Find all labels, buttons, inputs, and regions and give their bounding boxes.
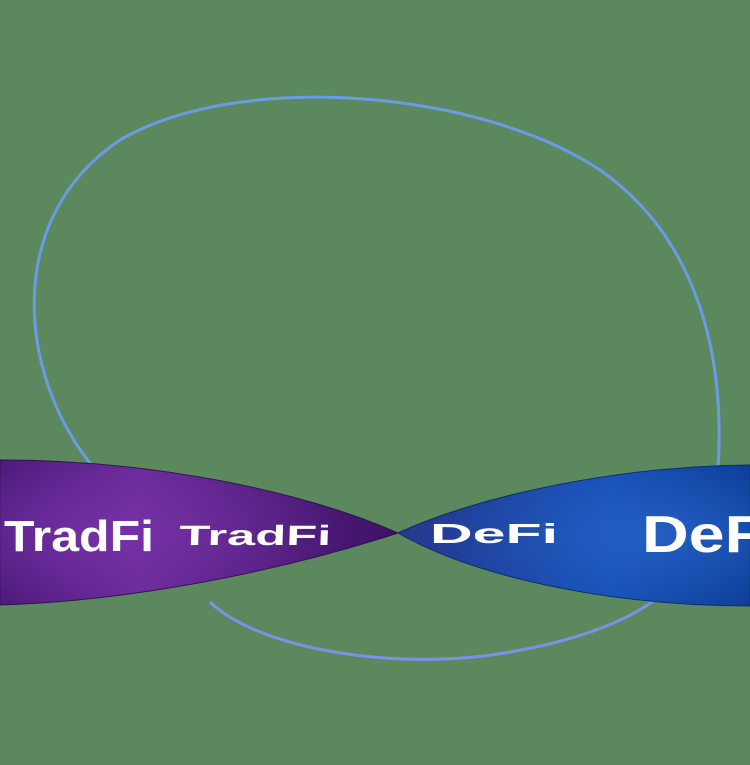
tradfi-label-large: TradFi bbox=[4, 512, 154, 561]
defi-ribbon-glow bbox=[398, 465, 750, 606]
tradfi-label-small: TradFi bbox=[179, 520, 332, 551]
defi-label-large: DeFi bbox=[642, 506, 750, 564]
infinity-loop-upper-arc bbox=[32, 95, 721, 469]
infinity-loop-lower-arc bbox=[208, 594, 661, 661]
tradfi-ribbon-glow bbox=[0, 460, 398, 605]
defi-label-small: DeFi bbox=[430, 518, 558, 549]
